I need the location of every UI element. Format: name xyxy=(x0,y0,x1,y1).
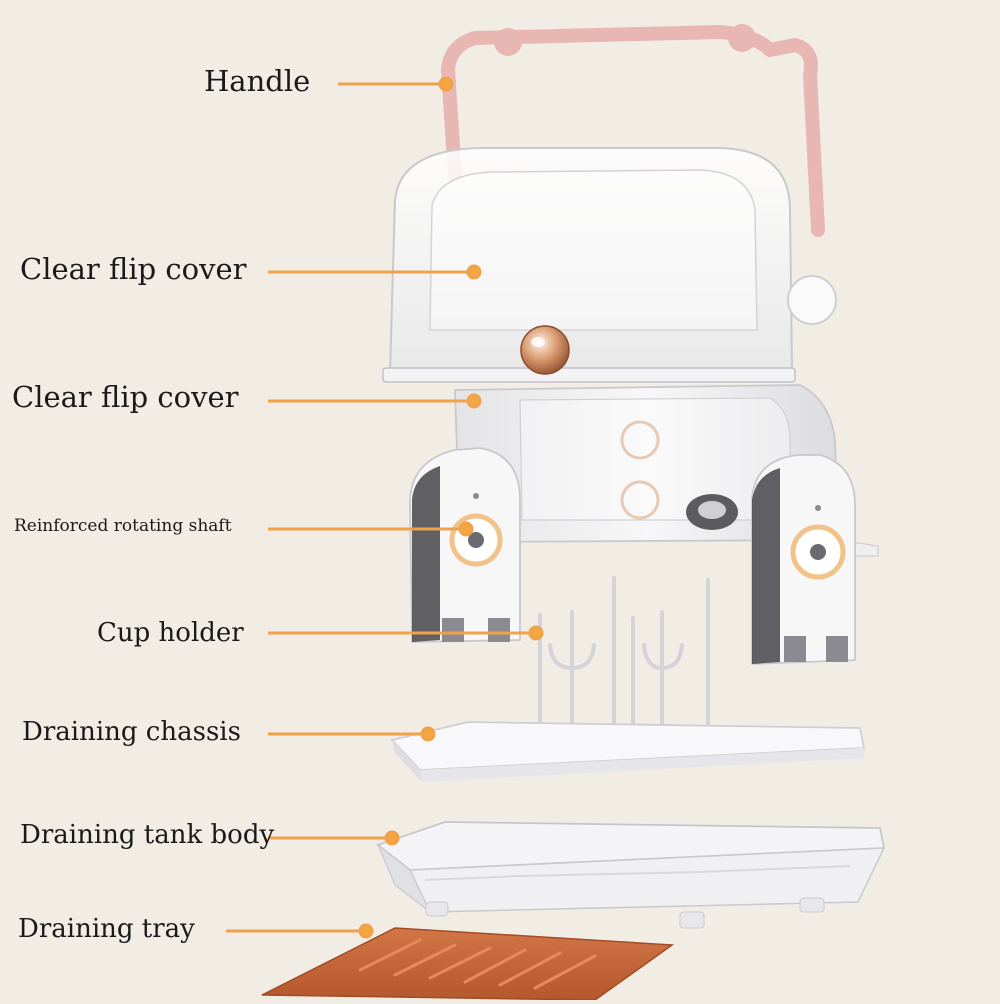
label-reinforced-rotating-shaft: Reinforced rotating shaft xyxy=(14,516,232,536)
label-draining-chassis: Draining chassis xyxy=(22,717,241,747)
dot-handle xyxy=(438,76,454,92)
draining-chassis-part xyxy=(390,721,866,782)
dot-cup-holder xyxy=(528,625,544,641)
label-handle: Handle xyxy=(204,64,311,98)
dot-tank-body xyxy=(384,830,400,846)
clear-flip-cover-part xyxy=(382,147,837,383)
label-clear-flip-cover-top: Clear flip cover xyxy=(20,252,247,286)
dot-tray xyxy=(358,923,374,939)
label-draining-tray: Draining tray xyxy=(18,914,195,944)
dot-cover-middle xyxy=(466,393,482,409)
dot-chassis xyxy=(420,726,436,742)
dot-cover-top xyxy=(466,264,482,280)
handle-part xyxy=(441,24,825,237)
draining-tray-part xyxy=(261,927,675,1001)
label-clear-flip-cover-middle: Clear flip cover xyxy=(12,380,239,414)
label-cup-holder: Cup holder xyxy=(97,618,244,648)
label-draining-tank-body: Draining tank body xyxy=(20,820,275,850)
leader-lines xyxy=(226,76,544,939)
dot-shaft xyxy=(458,521,474,537)
draining-tank-body-part xyxy=(376,821,886,929)
housing-part xyxy=(409,384,879,665)
